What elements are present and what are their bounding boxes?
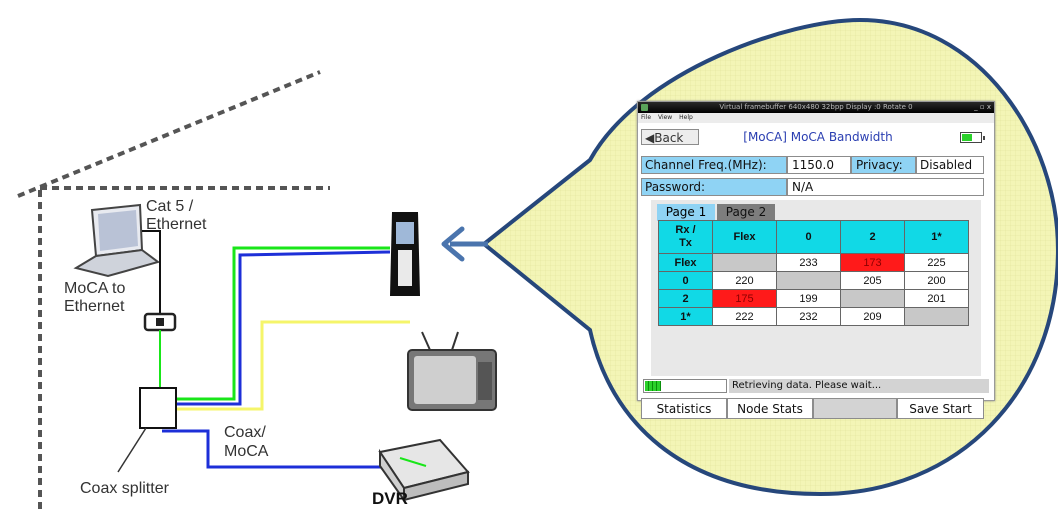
- menu-bar: File View Help: [638, 113, 994, 123]
- cable-yellow-tv: [176, 320, 410, 411]
- column-header: 2: [840, 220, 905, 254]
- channel-freq-label: Channel Freq.(MHz):: [641, 156, 787, 174]
- table-cell: 199: [776, 289, 841, 308]
- status-message: Retrieving data. Please wait...: [729, 379, 989, 393]
- label-moca-to: MoCA to: [64, 280, 126, 297]
- window-controls[interactable]: _ ▫ x: [974, 103, 991, 111]
- laptop-icon: [73, 203, 161, 278]
- table-cell: [904, 307, 969, 326]
- table-cell: 225: [904, 253, 969, 272]
- password-label: Password:: [641, 178, 787, 196]
- coax-splitter-icon: [139, 387, 177, 429]
- node-stats-button[interactable]: Node Stats: [727, 398, 813, 419]
- table-cell: 233: [776, 253, 841, 272]
- table-cell: 201: [904, 289, 969, 308]
- privacy-label: Privacy:: [851, 156, 916, 174]
- table-row: Flex 233 173 225: [658, 253, 969, 272]
- page-title: [MoCA] MoCA Bandwidth: [743, 130, 893, 144]
- cable-blue-device: [176, 250, 391, 406]
- label-moca: MoCA: [224, 443, 269, 460]
- table-cell: [712, 253, 777, 272]
- table-cell: 205: [840, 271, 905, 290]
- label-ethernet: Ethernet: [146, 216, 207, 233]
- tab-page-1[interactable]: Page 1: [657, 204, 715, 221]
- app-icon: [641, 104, 648, 111]
- window-title: Virtual framebuffer 640x480 32bpp Displa…: [719, 103, 913, 111]
- moca-bandwidth-screen: ◀Back [MoCA] MoCA Bandwidth Channel Freq…: [641, 126, 990, 419]
- row-header: Flex: [658, 253, 713, 272]
- label-cat5: Cat 5 /: [146, 198, 194, 215]
- house-roof-line: [17, 70, 321, 198]
- label-dvr: DVR: [372, 489, 408, 508]
- table-cell: 200: [904, 271, 969, 290]
- column-header: 0: [776, 220, 841, 254]
- corner-tx: Tx: [679, 237, 692, 249]
- window-titlebar: Virtual framebuffer 640x480 32bpp Displa…: [638, 102, 994, 113]
- table-cell: 175: [712, 289, 777, 308]
- table-cell: 173: [840, 253, 905, 272]
- table-header-row: Rx / Tx Flex 0 2 1*: [658, 220, 969, 254]
- bandwidth-table: Rx / Tx Flex 0 2 1* Flex 233 173 225 0 2…: [658, 220, 969, 326]
- table-cell: 209: [840, 307, 905, 326]
- cable-green-device: [176, 246, 390, 401]
- privacy-value: Disabled: [916, 156, 984, 174]
- menu-file[interactable]: File: [641, 114, 652, 121]
- table-corner: Rx / Tx: [658, 220, 713, 254]
- channel-freq-value: 1150.0: [787, 156, 851, 174]
- table-cell: 222: [712, 307, 777, 326]
- menu-help[interactable]: Help: [679, 114, 693, 121]
- column-header: 1*: [904, 220, 969, 254]
- table-cell: [840, 289, 905, 308]
- menu-view[interactable]: View: [657, 114, 673, 121]
- label-coax-splitter: Coax splitter: [80, 480, 169, 497]
- battery-icon: [960, 132, 985, 143]
- tab-page-2[interactable]: Page 2: [717, 204, 775, 221]
- table-row: 0 220 205 200: [658, 271, 969, 290]
- table-row: 2 175 199 201: [658, 289, 969, 308]
- tv-icon: [407, 331, 497, 411]
- empty-button[interactable]: [813, 398, 897, 419]
- table-cell: 232: [776, 307, 841, 326]
- progress-bar: [643, 379, 727, 393]
- corner-rx: Rx /: [675, 224, 696, 236]
- label-moca-ethernet: Ethernet: [64, 298, 125, 315]
- column-header: Flex: [712, 220, 777, 254]
- row-header: 0: [658, 271, 713, 290]
- password-value: N/A: [787, 178, 984, 196]
- save-start-button[interactable]: Save Start: [897, 398, 984, 419]
- row-header: 1*: [658, 307, 713, 326]
- row-header: 2: [658, 289, 713, 308]
- app-window: Virtual framebuffer 640x480 32bpp Displa…: [637, 101, 995, 419]
- table-cell: 220: [712, 271, 777, 290]
- cable-blue-dvr: [162, 429, 392, 469]
- label-coax: Coax/: [224, 424, 266, 441]
- dvr-icon: [378, 438, 470, 504]
- table-cell: [776, 271, 841, 290]
- back-button[interactable]: ◀Back: [641, 129, 699, 145]
- statistics-button[interactable]: Statistics: [641, 398, 727, 419]
- handheld-tester-icon: [390, 212, 420, 296]
- moca-adapter-icon: [143, 312, 177, 332]
- table-row: 1* 222 232 209: [658, 307, 969, 326]
